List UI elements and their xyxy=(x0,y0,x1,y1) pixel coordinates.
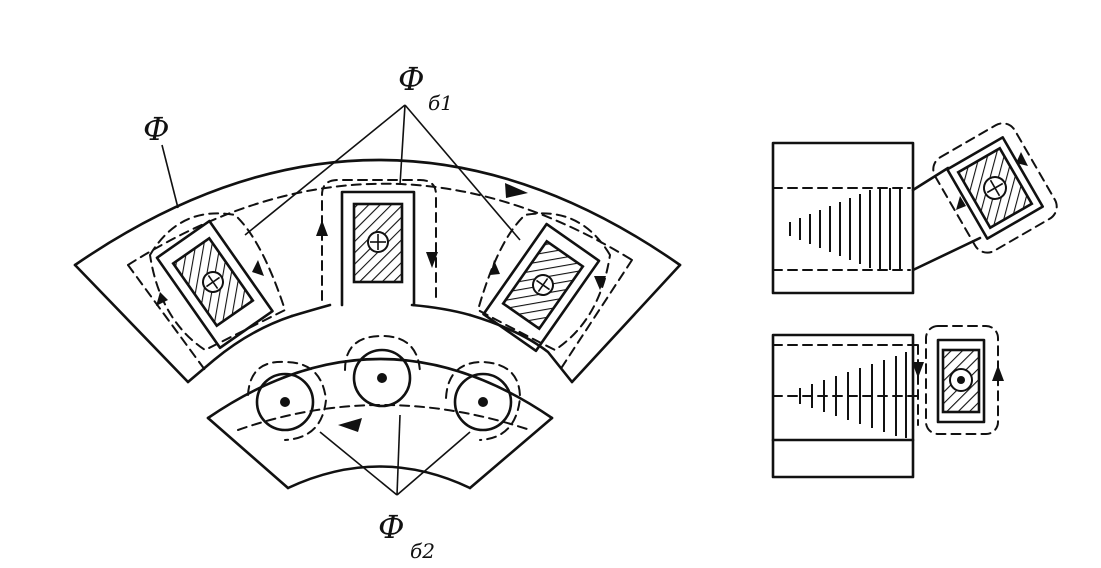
arrow-right-bottom-down xyxy=(912,362,924,378)
rotor-right-edge xyxy=(468,416,554,490)
leakage-loop-slot-center xyxy=(321,179,437,301)
rotor-bar-left xyxy=(247,360,328,441)
label-phi: Ф xyxy=(143,110,170,148)
stator-slot-right xyxy=(482,222,601,353)
arrow-slot-center-down xyxy=(426,252,438,268)
arrow-slot-left xyxy=(252,260,264,276)
stator-right-edge xyxy=(570,263,682,384)
arrow-right-top-a xyxy=(1016,152,1028,166)
arrow-slot-left-b xyxy=(156,292,168,306)
stator-slot-left xyxy=(155,219,274,350)
stator-sector xyxy=(73,158,682,384)
main-flux-right-return xyxy=(559,259,633,371)
stator-left-edge xyxy=(73,263,190,384)
label-phi-s1: Ф xyxy=(398,60,425,98)
rotor-flux-arrow xyxy=(338,418,362,432)
arrow-slot-right-b xyxy=(490,260,500,275)
stator-bore-right xyxy=(468,313,574,384)
right-top-slot xyxy=(932,122,1058,254)
rotor-flux-path xyxy=(237,404,531,431)
label-phi-s2-sub: б2 xyxy=(410,539,435,563)
leader-phi-s1-b xyxy=(399,104,406,186)
leader-phi-s1-c xyxy=(404,104,521,241)
label-phi-s2: Ф xyxy=(378,508,405,546)
leader-phi xyxy=(161,144,179,209)
stator-outer-arc xyxy=(73,158,682,267)
leader-phi-s1-a xyxy=(244,104,406,236)
leader-phi-s2-c xyxy=(396,431,471,496)
rotor-outer-arc xyxy=(206,357,554,420)
main-flux-left-return xyxy=(127,264,206,371)
stator-bore-mid xyxy=(290,303,332,318)
leakage-loop-slot-right xyxy=(476,212,611,352)
main-flux-path xyxy=(127,182,633,266)
stator-bore-mid2 xyxy=(410,303,472,317)
rotor-bar-center xyxy=(344,334,421,408)
main-flux-arrow xyxy=(505,183,528,198)
stator-slot-center xyxy=(340,190,416,307)
arrow-right-top-b xyxy=(956,196,966,210)
right-top-core xyxy=(771,141,982,295)
leader-phi-s2-a xyxy=(319,431,398,496)
label-phi-s1-sub: б1 xyxy=(428,91,453,115)
rotor-sector xyxy=(206,357,554,490)
arrow-slot-center-up xyxy=(316,220,328,236)
arrow-right-bottom-up xyxy=(992,365,1004,381)
stator-bore-left xyxy=(186,314,294,384)
rotor-left-edge xyxy=(206,416,290,490)
right-bottom-slot xyxy=(925,325,999,435)
arrow-slot-right xyxy=(594,276,606,290)
rotor-inner-arc xyxy=(286,465,472,490)
leader-phi-s2-b xyxy=(396,414,401,496)
leakage-loop-slot-left xyxy=(149,212,287,352)
rotor-bar-right xyxy=(445,360,522,441)
right-bottom-core xyxy=(771,333,921,479)
